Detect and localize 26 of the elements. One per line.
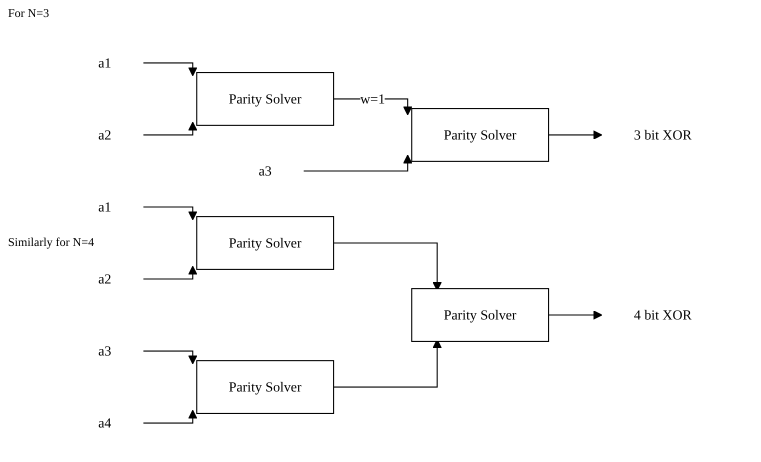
arrow: [143, 206, 198, 220]
node-text: a1: [98, 198, 112, 215]
node-box: Parity Solver: [196, 72, 334, 126]
node-box: Parity Solver: [411, 288, 550, 342]
arrow: [143, 266, 198, 280]
node-text: 4 bit XOR: [634, 306, 692, 323]
section-heading: Similarly for N=4: [8, 235, 94, 250]
arrow: [548, 310, 602, 320]
arrow: [143, 350, 198, 364]
node-text: a1: [98, 54, 112, 71]
node-box: Parity Solver: [196, 360, 334, 414]
arrow: [143, 62, 198, 76]
arrow: [548, 130, 602, 140]
section-heading: For N=3: [8, 6, 50, 21]
node-box: Parity Solver: [411, 108, 550, 162]
node-text: a2: [98, 126, 112, 143]
node-text: a4: [98, 414, 112, 431]
node-text: a2: [98, 270, 112, 287]
arrow: [304, 154, 412, 172]
node-box: Parity Solver: [196, 216, 334, 270]
node-text: a3: [98, 342, 112, 359]
node-text: 3 bit XOR: [634, 126, 692, 143]
arrow: [143, 122, 198, 136]
arrow: [143, 410, 198, 424]
edge-label: w=1: [360, 90, 386, 107]
node-text: a3: [258, 162, 272, 179]
